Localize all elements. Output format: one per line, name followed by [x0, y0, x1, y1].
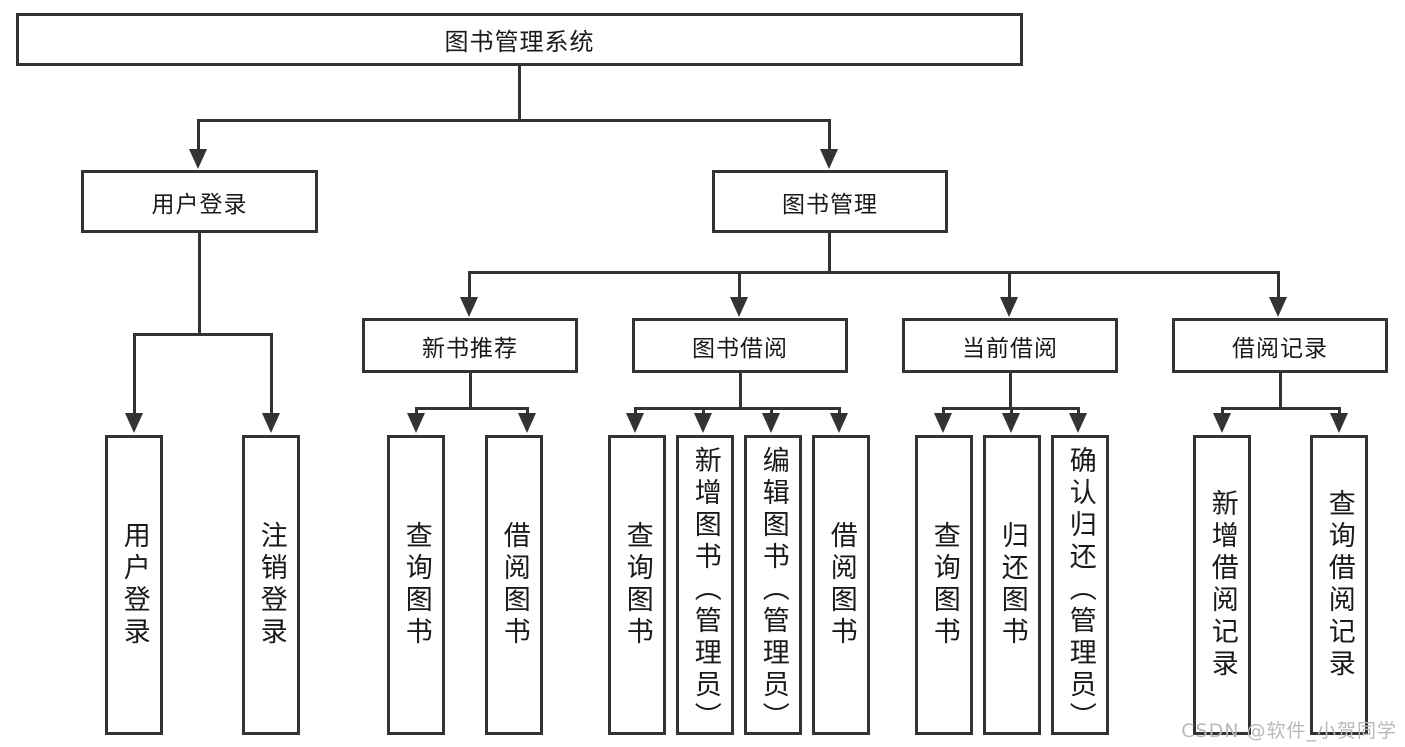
- leaf-label: 查询图书: [621, 521, 653, 649]
- connector-root-to-book-mgmt: [828, 119, 831, 151]
- leaf-borrow-1[interactable]: 新增图书（管理员）: [676, 435, 734, 735]
- leaf-new-book-1[interactable]: 借阅图书: [485, 435, 543, 735]
- connector-root-stem: [518, 66, 521, 121]
- connector-borrow-stem: [739, 373, 742, 409]
- connector-user-login-leaf-0: [133, 333, 136, 415]
- connector-borrow-leaf-3: [838, 407, 841, 417]
- node-label: 借阅记录: [1232, 335, 1328, 362]
- connector-user-login-bar: [133, 333, 272, 336]
- connector-book-mgmt-to-new-book: [468, 271, 471, 299]
- leaf-records-0[interactable]: 新增借阅记录: [1193, 435, 1251, 735]
- arrowhead-user-login: [189, 149, 207, 169]
- leaf-label: 确认归还（管理员）: [1064, 446, 1096, 734]
- leaf-new-book-0[interactable]: 查询图书: [387, 435, 445, 735]
- node-label: 用户登录: [151, 191, 248, 218]
- connector-book-mgmt-to-borrow: [738, 271, 741, 299]
- connector-borrow-leaf-2: [770, 407, 773, 417]
- arrowhead-leaf-records-0: [1213, 413, 1231, 433]
- arrowhead-leaf-borrow-2: [762, 413, 780, 433]
- arrowhead-borrow: [730, 297, 748, 317]
- connector-records-stem: [1279, 373, 1282, 409]
- arrowhead-leaf-user-login-0: [125, 413, 143, 433]
- node-borrow-records[interactable]: 借阅记录: [1172, 318, 1388, 373]
- leaf-label: 编辑图书（管理员）: [757, 446, 789, 734]
- leaf-current-0[interactable]: 查询图书: [915, 435, 973, 735]
- leaf-borrow-2[interactable]: 编辑图书（管理员）: [744, 435, 802, 735]
- arrowhead-leaf-current-0: [934, 413, 952, 433]
- connector-user-login-leaf-1: [270, 333, 273, 415]
- watermark: CSDN @软件_小贺同学: [1181, 720, 1397, 742]
- leaf-current-1[interactable]: 归还图书: [983, 435, 1041, 735]
- connector-borrow-leaf-1: [702, 407, 705, 417]
- connector-borrow-leaf-0: [634, 407, 637, 417]
- leaf-borrow-3[interactable]: 借阅图书: [812, 435, 870, 735]
- node-label: 当前借阅: [962, 335, 1058, 362]
- leaf-user-login-1[interactable]: 注销登录: [242, 435, 300, 735]
- node-current-borrow[interactable]: 当前借阅: [902, 318, 1118, 373]
- connector-borrow-bar: [634, 407, 839, 410]
- connector-new-book-leaf-1: [526, 407, 529, 417]
- leaf-label: 查询图书: [928, 521, 960, 649]
- arrowhead-leaf-current-2: [1069, 413, 1087, 433]
- arrowhead-leaf-borrow-0: [626, 413, 644, 433]
- connector-records-leaf-0: [1221, 407, 1224, 417]
- leaf-label: 归还图书: [996, 521, 1028, 649]
- arrowhead-book-mgmt: [820, 149, 838, 169]
- arrowhead-leaf-user-login-1: [262, 413, 280, 433]
- leaf-borrow-0[interactable]: 查询图书: [608, 435, 666, 735]
- node-new-book-recommend[interactable]: 新书推荐: [362, 318, 578, 373]
- node-label: 图书管理: [782, 191, 878, 218]
- arrowhead-leaf-borrow-1: [694, 413, 712, 433]
- connector-book-mgmt-to-current: [1008, 271, 1011, 299]
- node-book-borrow[interactable]: 图书借阅: [632, 318, 848, 373]
- connector-book-mgmt-bar: [468, 271, 1280, 274]
- arrowhead-leaf-borrow-3: [830, 413, 848, 433]
- arrowhead-leaf-new-book-0: [407, 413, 425, 433]
- connector-new-book-bar: [415, 407, 529, 410]
- node-label: 图书管理系统: [444, 28, 595, 56]
- leaf-label: 注销登录: [255, 521, 287, 649]
- leaf-current-2[interactable]: 确认归还（管理员）: [1051, 435, 1109, 735]
- connector-book-mgmt-to-records: [1277, 271, 1280, 299]
- leaf-label: 新增借阅记录: [1206, 489, 1238, 681]
- leaf-label: 借阅图书: [825, 521, 857, 649]
- connector-book-mgmt-stem: [828, 233, 831, 273]
- node-root-system[interactable]: 图书管理系统: [16, 13, 1023, 66]
- connector-current-leaf-1: [1010, 407, 1013, 417]
- leaf-label: 查询图书: [400, 521, 432, 649]
- connector-current-leaf-2: [1077, 407, 1080, 417]
- connector-records-bar: [1221, 407, 1341, 410]
- connector-new-book-stem: [469, 373, 472, 409]
- leaf-label: 用户登录: [118, 521, 150, 649]
- connector-records-leaf-1: [1338, 407, 1341, 417]
- connector-root-to-user-login: [197, 119, 200, 151]
- arrowhead-records: [1269, 297, 1287, 317]
- connector-root-bar: [197, 119, 831, 122]
- connector-current-leaf-0: [942, 407, 945, 417]
- arrowhead-current: [1000, 297, 1018, 317]
- node-book-management[interactable]: 图书管理: [712, 170, 948, 233]
- connector-new-book-leaf-0: [415, 407, 418, 417]
- leaf-records-1[interactable]: 查询借阅记录: [1310, 435, 1368, 735]
- connector-user-login-stem: [198, 233, 201, 335]
- arrowhead-leaf-current-1: [1002, 413, 1020, 433]
- connector-current-stem: [1009, 373, 1012, 409]
- leaf-label: 新增图书（管理员）: [689, 446, 721, 734]
- arrowhead-leaf-records-1: [1330, 413, 1348, 433]
- node-user-login[interactable]: 用户登录: [81, 170, 318, 233]
- node-label: 新书推荐: [422, 335, 518, 362]
- arrowhead-new-book: [460, 297, 478, 317]
- node-label: 图书借阅: [692, 335, 788, 362]
- leaf-user-login-0[interactable]: 用户登录: [105, 435, 163, 735]
- arrowhead-leaf-new-book-1: [518, 413, 536, 433]
- leaf-label: 借阅图书: [498, 521, 530, 649]
- leaf-label: 查询借阅记录: [1323, 489, 1355, 681]
